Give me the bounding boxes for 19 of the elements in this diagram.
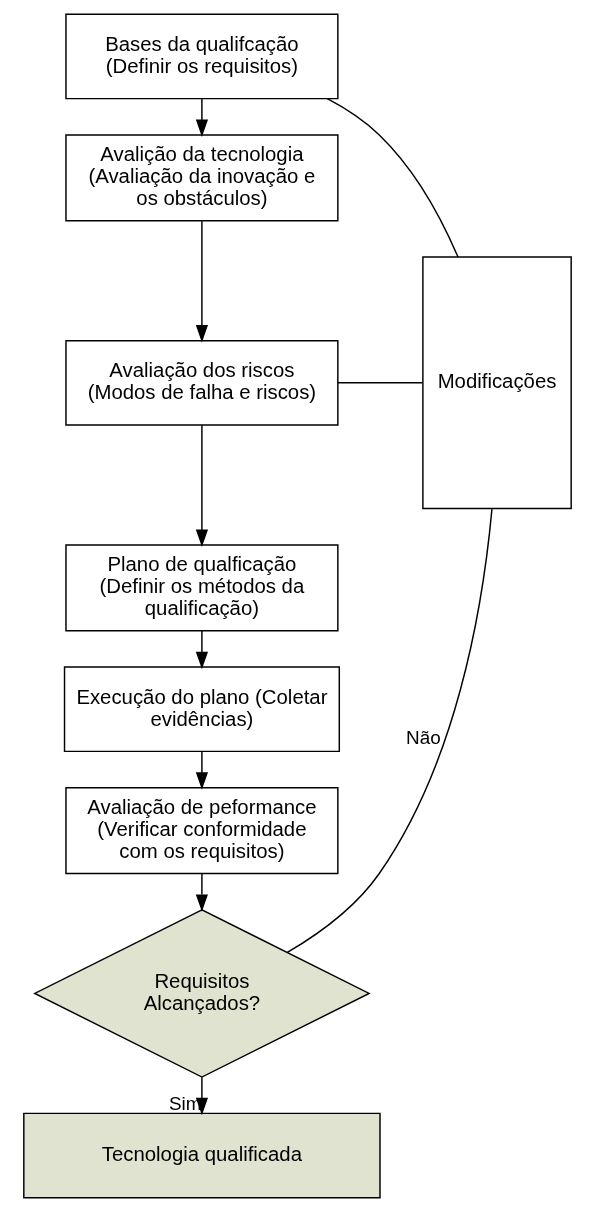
connector [286, 508, 493, 954]
arrow [195, 750, 209, 790]
edge-label: Não [406, 727, 441, 749]
connector [326, 97, 459, 258]
arrow [195, 872, 209, 912]
arrow [195, 630, 209, 670]
node-box: Avaliação dos riscos (Modos de falha e riscos) [65, 339, 339, 426]
node-box: Modificações [422, 256, 572, 510]
node-box: Execução do plano (Coletar evidências) [63, 666, 341, 753]
arrow [195, 97, 209, 137]
node-box: Plano de qualficação (Definir os métodos da qualificação) [65, 544, 339, 632]
node-diamond: Requisitos Alcançados? [33, 909, 371, 1078]
node-box: Tecnologia qualificada [23, 1112, 381, 1199]
arrow [195, 220, 209, 343]
arrow [195, 424, 209, 548]
node-box: Avaliação de peformance (Verificar conformidade com os requisitos) [65, 787, 339, 875]
node-box: Avalição da tecnologia (Avaliação da inovação e os obstáculos) [65, 134, 339, 222]
node-box: Bases da qualifcação (Definir os requisitos) [65, 13, 339, 100]
connector [337, 382, 424, 384]
